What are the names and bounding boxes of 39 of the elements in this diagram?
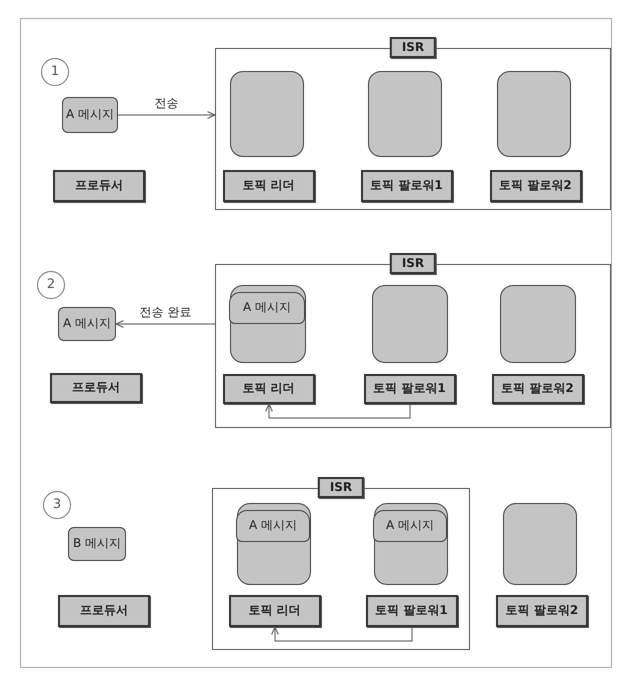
- group-title: ISR: [318, 477, 364, 498]
- topic-label: 토픽 팔로워2: [496, 595, 588, 627]
- topic-label: 토픽 리더: [228, 594, 320, 626]
- step-number-circle: 3: [43, 491, 71, 519]
- partition-box: [368, 70, 442, 156]
- topic-label: 토픽 팔로워2: [492, 374, 584, 404]
- partition-box: [374, 502, 448, 584]
- topic-label: 프로듀서: [58, 595, 150, 627]
- topic-label: 토픽 팔로워2: [490, 170, 582, 202]
- partition-box: [372, 284, 448, 362]
- step-number-circle: 2: [37, 271, 65, 299]
- message-box: A 메시지: [62, 97, 118, 133]
- partition-box: [230, 284, 306, 362]
- arrow: [115, 320, 215, 328]
- topic-label: 토픽 팔로워1: [366, 594, 458, 626]
- arrow: [271, 626, 413, 642]
- partition-box: [503, 503, 577, 585]
- topic-label: 프로듀서: [50, 373, 142, 403]
- edge-label: 전송: [152, 95, 180, 112]
- partition-box: [230, 70, 304, 156]
- topic-label: 토픽 팔로워1: [360, 170, 452, 202]
- topic-label: 토픽 팔로워1: [364, 374, 456, 404]
- step-number-circle: 1: [41, 58, 69, 86]
- arrow: [118, 111, 216, 119]
- topic-label: 토픽 리더: [222, 374, 314, 404]
- partition-box: [500, 284, 576, 362]
- message-box: B 메시지: [68, 527, 126, 561]
- topic-label: 토픽 리더: [222, 170, 314, 202]
- group-title: ISR: [390, 37, 436, 58]
- partition-box: [496, 70, 570, 156]
- edge-label: 전송 완료: [138, 304, 194, 321]
- message-box: A 메시지: [229, 292, 305, 324]
- message-box: A 메시지: [58, 307, 116, 341]
- message-box: A 메시지: [373, 510, 447, 542]
- group-title: ISR: [390, 253, 436, 274]
- partition-box: [236, 502, 310, 584]
- topic-label: 프로듀서: [53, 170, 145, 202]
- message-box: A 메시지: [236, 510, 310, 542]
- arrow: [265, 403, 411, 419]
